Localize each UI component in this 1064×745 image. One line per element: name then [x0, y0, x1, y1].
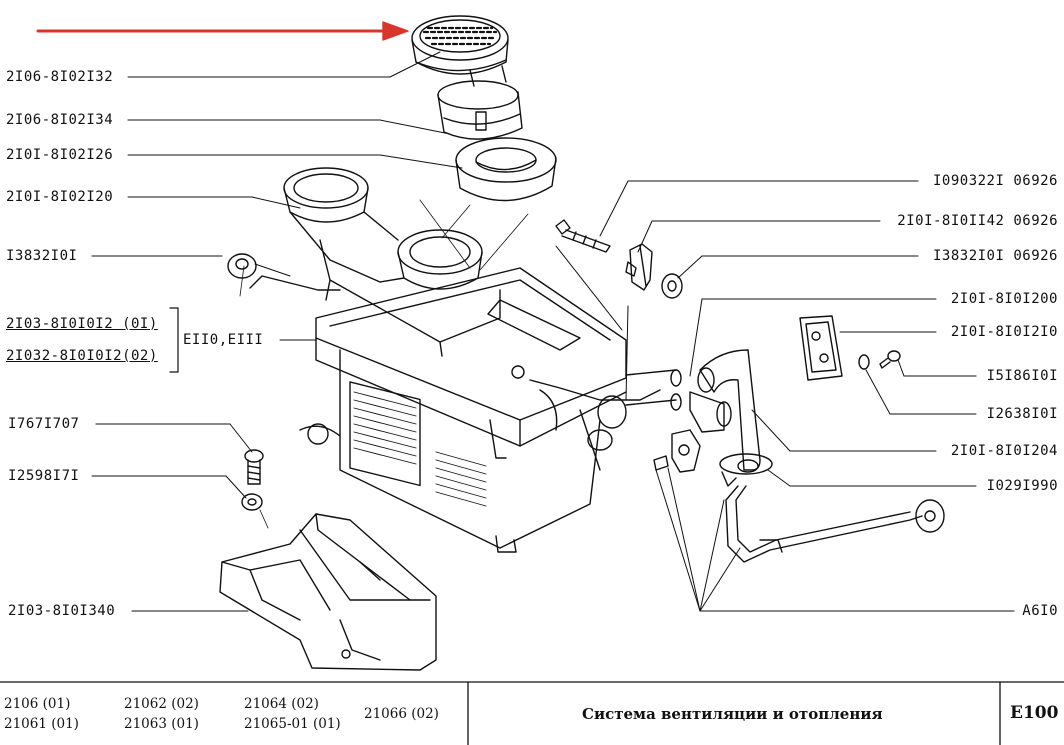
air-duct-part	[283, 167, 501, 357]
part-label-12598171: I2598I7I	[8, 468, 80, 484]
part-label-2101-8101142: 2I0I-8I0II42 06926	[897, 213, 1058, 229]
red-arrow-icon	[36, 21, 409, 41]
part-label-2103-8101012: 2I03-8I0I0I2 (0I)	[6, 316, 158, 332]
part-label-a610: A6I0	[1022, 603, 1058, 619]
footer-model: 21061 (01)	[4, 716, 79, 732]
part-label-21032-8101012: 2I032-8I0I0I2(02)	[6, 348, 158, 364]
gasket-part	[799, 315, 843, 381]
footer-model: 21063 (01)	[124, 716, 199, 732]
part-label-15186101: I5I86I0I	[986, 368, 1058, 384]
grille-cap-part	[411, 15, 509, 75]
footer-model: 21062 (02)	[124, 696, 199, 712]
pipe-part	[725, 485, 945, 563]
footer-model: 21065-01 (01)	[244, 716, 341, 732]
part-label-2106-8102134: 2I06-8I02I34	[6, 112, 114, 128]
part-label-10291990: I029I990	[986, 478, 1058, 494]
nut-part-right	[661, 273, 683, 299]
footer-model: 2106 (01)	[4, 696, 71, 712]
part-label-17671707: I767I707	[8, 416, 80, 432]
sleeve-part	[437, 65, 523, 140]
part-label-2106-8102132: 2I06-8I02I32	[6, 69, 114, 85]
footer-model: 21066 (02)	[364, 706, 439, 722]
hose-part	[689, 349, 761, 473]
hose-clip-part	[719, 453, 773, 487]
part-label-13832101: I3832I0I	[6, 248, 78, 264]
bolt-part	[555, 219, 611, 253]
washer-part	[241, 493, 263, 511]
part-label-e110-e111: EII0,EIII	[183, 332, 264, 348]
nut-part	[227, 253, 257, 279]
part-label-2101-8102120: 2I0I-8I02I20	[6, 189, 114, 205]
page-code: E100	[1010, 703, 1059, 723]
washer-small-part	[858, 354, 870, 370]
tap-fitting-part	[653, 429, 701, 473]
bolt-small-part	[879, 350, 901, 369]
seal-ring-part	[455, 137, 557, 202]
part-label-2101-8101210: 2I0I-8I0I2I0	[950, 324, 1058, 340]
air-guide-part	[219, 513, 437, 671]
part-label-2103-8101340: 2I03-8I0I340	[8, 603, 116, 619]
heater-box-part	[299, 267, 682, 553]
part-label-2101-8102126: 2I0I-8I02I26	[6, 147, 114, 163]
part-label-12638101: I2638I0I	[986, 406, 1058, 422]
part-label-2101-8101204: 2I0I-8I0I204	[950, 443, 1058, 459]
footer-title: Система вентиляции и отопления	[582, 705, 883, 723]
footer-model: 21064 (02)	[244, 696, 319, 712]
part-label-13832101-06926: I3832I0I 06926	[932, 248, 1058, 264]
part-label-2101-8101200: 2I0I-8I0I200	[950, 291, 1058, 307]
screw-part	[244, 449, 264, 485]
part-label-10903221: I090322I 06926	[932, 173, 1058, 189]
